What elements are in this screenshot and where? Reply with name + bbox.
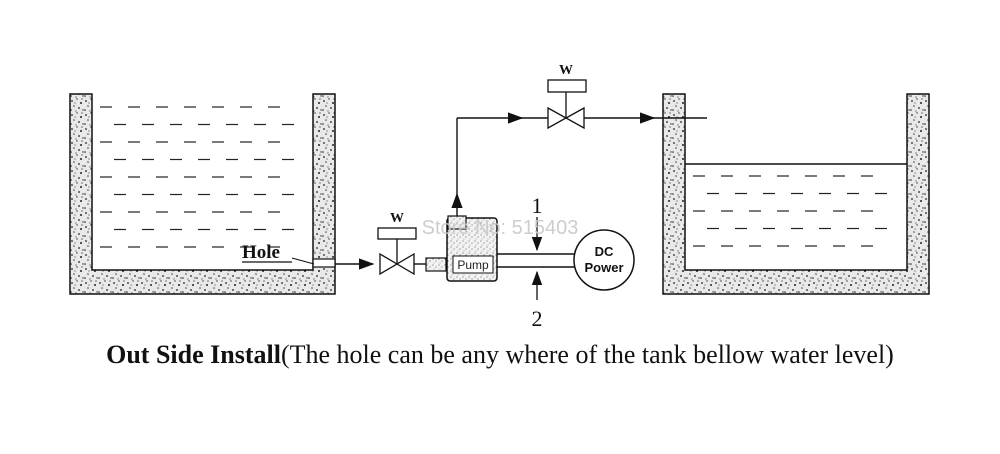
pump: [446, 192, 498, 282]
store-watermark: Store No: 515403: [422, 217, 579, 239]
valve-top-label: W: [559, 63, 573, 78]
pump-inlet-coupling: [425, 257, 447, 272]
valve-top: [547, 79, 587, 130]
right-tank-water: [693, 175, 887, 247]
point-1-label: 1: [532, 193, 543, 218]
outlet-pipe: [456, 112, 707, 194]
dc-power-label-line2: Power: [584, 260, 623, 275]
pump-shaft: [497, 253, 575, 268]
dc-power-unit: [573, 229, 635, 291]
left-tank-water: [100, 106, 294, 248]
valve-left: [377, 227, 417, 276]
diagram-caption: Out Side Install(The hole can be any whe…: [0, 340, 1000, 370]
caption-rest: (The hole can be any where of the tank b…: [280, 340, 894, 369]
valve-left-label: W: [390, 211, 404, 226]
caption-bold: Out Side Install: [106, 340, 281, 369]
hole-outlet: [291, 257, 336, 268]
point-2-label: 2: [532, 306, 543, 331]
dc-power-label-line1: DC: [595, 244, 614, 259]
pump-label: Pump: [457, 258, 489, 272]
left-tank: [69, 93, 336, 295]
right-tank: [662, 93, 930, 295]
hole-label: Hole: [242, 242, 280, 263]
